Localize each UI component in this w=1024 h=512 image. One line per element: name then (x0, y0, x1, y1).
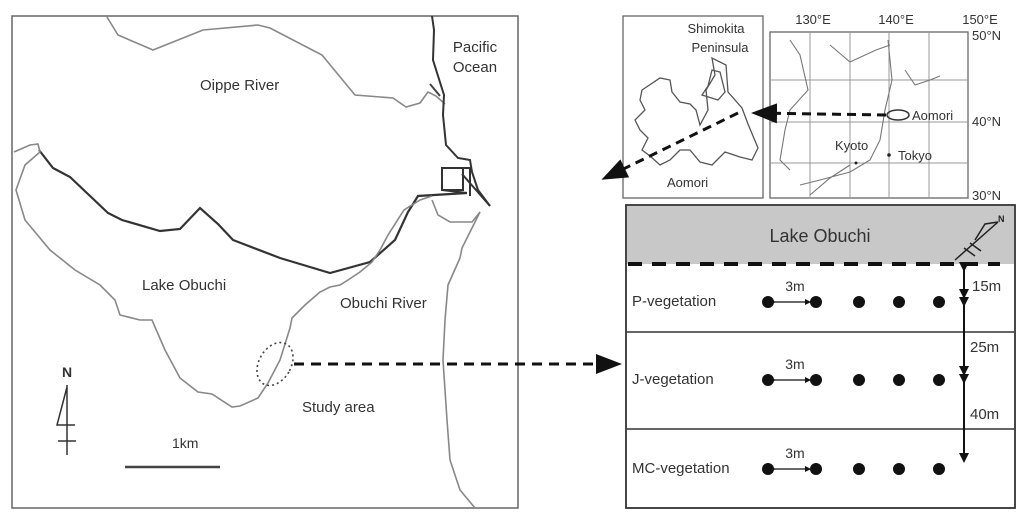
lat-tick-50: 50°N (972, 28, 1001, 43)
aomori-location-marker (886, 109, 910, 121)
city-tokyo: Tokyo (898, 148, 932, 163)
lon-tick-140: 140°E (878, 12, 914, 27)
sample-point (853, 296, 865, 308)
japan-coastline (779, 39, 941, 196)
scale-label: 1km (172, 435, 198, 451)
sample-point (933, 374, 945, 386)
spacing-label-j: 3m (785, 356, 804, 372)
label-shimokita-line1: Shimokita (687, 21, 745, 36)
main-map-frame (12, 16, 518, 258)
label-aomori-prefecture: Aomori (667, 175, 708, 190)
sample-point (762, 296, 774, 308)
sample-point (853, 374, 865, 386)
spacing-label-mc: 3m (785, 445, 804, 461)
city-aomori: Aomori (912, 108, 953, 123)
lake-band (627, 206, 1014, 264)
sample-point (762, 374, 774, 386)
sample-point (810, 463, 822, 475)
kyoto-point (854, 161, 858, 165)
study-area-marker (256, 341, 294, 387)
obuchi-river-bank (431, 199, 481, 223)
sample-point (810, 374, 822, 386)
lake-northern-shore (38, 149, 468, 275)
lat-tick-40: 40°N (972, 114, 1001, 129)
harbour (441, 167, 471, 196)
sample-points (762, 296, 945, 475)
zone-label-p: P-vegetation (632, 293, 716, 310)
distance-40m: 40m (970, 406, 999, 423)
sample-point (933, 463, 945, 475)
japan-inset: 130°E 140°E 150°E 50°N 40°N 30°N Aomori … (751, 12, 1001, 203)
sample-point (853, 463, 865, 475)
city-kyoto: Kyoto (835, 138, 868, 153)
main-map-border (12, 16, 516, 258)
lon-tick-150: 150°E (962, 12, 998, 27)
sample-point (762, 463, 774, 475)
spacing-label-p: 3m (785, 278, 804, 294)
main-map-border-path (11, 15, 519, 509)
sample-point (893, 463, 905, 475)
label-lake-obuchi: Lake Obuchi (142, 277, 226, 294)
label-oippe-river: Oippe River (200, 77, 279, 94)
east-coast-upper (459, 211, 481, 259)
transect-north-icon: N (954, 214, 1005, 261)
aomori-inset: Shimokita Peninsula Aomori (601, 15, 764, 199)
east-coastline (442, 257, 476, 509)
aomori-to-map-arrow (601, 111, 739, 180)
sample-point (893, 374, 905, 386)
lon-tick-130: 130°E (795, 12, 831, 27)
north-arrow-icon: N (56, 364, 76, 455)
label-shimokita-line2: Peninsula (691, 40, 749, 55)
coastline (431, 15, 491, 207)
transect-lake-label: Lake Obuchi (769, 226, 870, 246)
jetty (429, 83, 441, 97)
zone-label-j: J-vegetation (632, 371, 714, 388)
japan-to-aomori-arrow (751, 103, 887, 124)
main-map: Oippe River Pacific Ocean Lake Obuchi Ob… (11, 15, 622, 509)
label-pacific-line2: Ocean (453, 59, 497, 76)
sample-point (893, 296, 905, 308)
spacing-arrows (770, 299, 811, 472)
distance-25m: 25m (970, 339, 999, 356)
transect-diagram: Lake Obuchi N P-vegetation J-vegetation … (625, 204, 1016, 509)
japan-grid (770, 32, 968, 198)
aomori-prefecture-shape (634, 56, 759, 166)
channel (441, 173, 491, 207)
lat-tick-30: 30°N (972, 188, 1001, 203)
label-study-area: Study area (302, 399, 375, 416)
scale-bar: 1km (125, 435, 220, 469)
zone-label-mc: MC-vegetation (632, 460, 730, 477)
sample-point (933, 296, 945, 308)
oippe-river-outline (106, 16, 446, 108)
sample-point (810, 296, 822, 308)
main-map-box (12, 16, 518, 258)
tokyo-point (887, 153, 891, 157)
lake-obuchi-outline (13, 143, 433, 408)
label-obuchi-river: Obuchi River (340, 295, 427, 312)
distance-15m: 15m (972, 278, 1001, 295)
svg-text:N: N (998, 214, 1005, 224)
label-pacific-line1: Pacific (453, 39, 498, 56)
north-label: N (62, 364, 72, 380)
